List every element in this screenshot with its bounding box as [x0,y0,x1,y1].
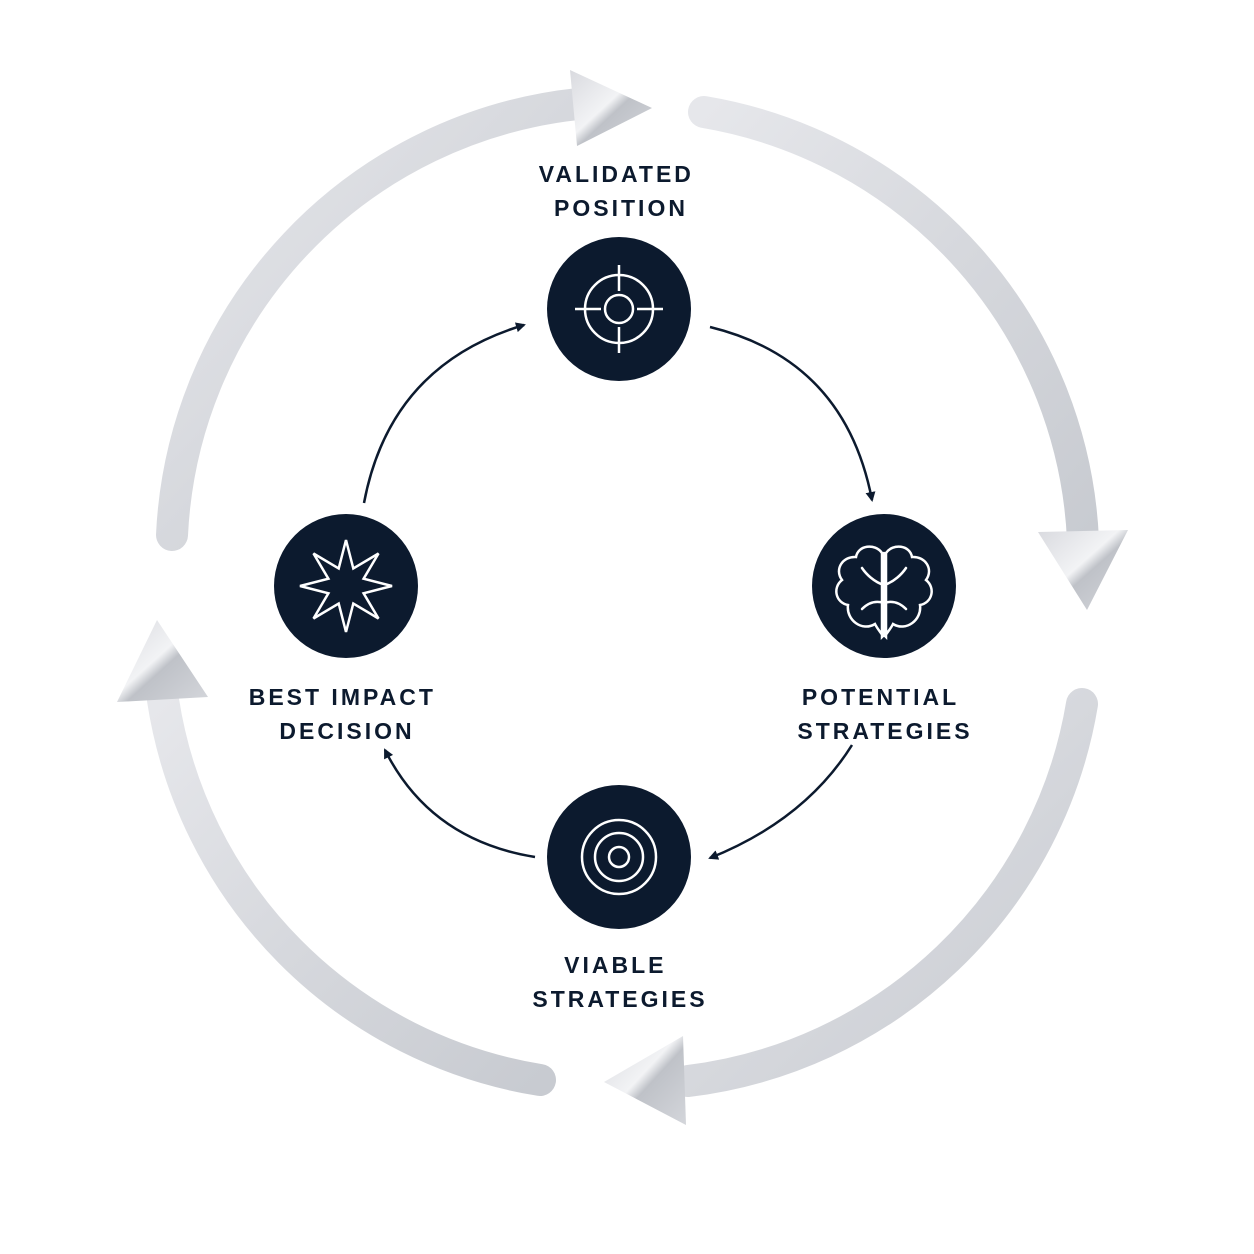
node-potential-strategies[interactable]: POTENTIAL STRATEGIES [797,514,972,744]
inner-cycle-arrows [362,322,876,860]
outer-arc-top-right [688,96,1099,556]
node-circle [547,237,691,381]
node-label-line1: BEST IMPACT [249,684,436,710]
node-label-line2: DECISION [279,718,414,744]
svg-text:BEST IMPACT DECISION: BEST IMPACT DECISION [249,684,446,744]
starburst-icon [299,539,393,633]
outer-arc-bottom-right [672,688,1098,1097]
node-viable-strategies[interactable]: VIABLE STRATEGIES [532,785,707,1012]
outer-arc-top-left [156,88,594,551]
arrow-best-to-validated [362,322,526,504]
brain-icon [835,545,933,641]
node-circle [274,514,418,658]
arrow-viable-to-best [383,748,536,859]
outer-arrowhead-left [117,620,208,702]
target-rings-icon [580,818,658,896]
outer-ring [117,70,1128,1125]
svg-text:POTENTIAL STRATEGIES: POTENTIAL STRATEGIES [797,684,972,744]
outer-arrowhead-bottom [604,1036,686,1125]
node-label-line1: VALIDATED [539,161,694,187]
node-label-line1: VIABLE [564,952,666,978]
node-circle [547,785,691,929]
arrow-potential-to-viable [708,744,854,860]
node-best-impact-decision[interactable]: BEST IMPACT DECISION [249,514,446,744]
node-label-line2: STRATEGIES [532,986,707,1012]
outer-arrowhead-top [570,70,652,146]
outer-arc-bottom-left [147,684,556,1096]
outer-arrowhead-right [1038,530,1128,610]
crosshair-icon [575,265,663,353]
node-label-line1: POTENTIAL [802,684,959,710]
arrow-validated-to-potential [709,325,876,502]
node-label-line2: STRATEGIES [797,718,972,744]
node-validated-position[interactable]: VALIDATED POSITION [539,161,704,381]
node-label-line2: POSITION [554,195,688,221]
svg-text:VIABLE STRATEGIES: VIABLE STRATEGIES [532,952,707,1012]
svg-text:VALIDATED POSITION: VALIDATED POSITION [539,161,704,221]
